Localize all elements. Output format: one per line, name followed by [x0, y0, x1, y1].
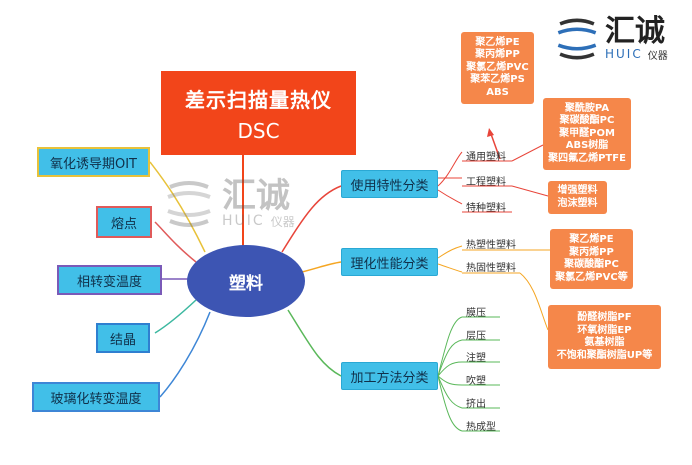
list-item: 增强塑料 [557, 185, 598, 196]
brand-name: 汇诚 [605, 13, 665, 49]
left-node-oit: 氧化诱导期OIT [37, 147, 150, 177]
title-box: 差示扫描量热仪 DSC [161, 71, 356, 155]
sub-process-item: 热成型 [466, 422, 496, 433]
list-item: 聚氯乙烯PVC等 [555, 271, 628, 283]
sub-process-item: 注塑 [466, 353, 486, 364]
sub-thermoset: 热固性塑料 [466, 263, 516, 274]
list-item: 氨基树脂 [584, 337, 625, 348]
list-item: 聚碳酸酯PC [564, 259, 619, 270]
list-item: 酚醛树脂PF [577, 312, 632, 323]
list-item: ABS树脂 [565, 140, 609, 152]
brand-sub: 仪器 [647, 50, 668, 62]
left-node-phase: 相转变温度 [57, 265, 162, 295]
special-plastics-list: 增强塑料 泡沫塑料 [548, 181, 607, 214]
brand-mark-icon [557, 18, 597, 60]
list-item: 聚乙烯PE [475, 36, 520, 48]
list-item: 聚丙烯PP [475, 49, 520, 61]
sub-process-item: 层压 [466, 331, 486, 342]
list-item: 聚乙烯PE [569, 234, 614, 245]
left-node-glass: 玻璃化转变温度 [32, 382, 160, 412]
list-item: 聚氯乙烯PVC [466, 61, 529, 73]
brand-mark: HUIC [605, 46, 643, 61]
category-physchem: 理化性能分类 [341, 248, 438, 276]
sub-general: 通用塑料 [466, 152, 506, 163]
category-process: 加工方法分类 [341, 362, 438, 390]
category-usage: 使用特性分类 [341, 170, 438, 198]
watermark-mark: HUIC [222, 212, 265, 229]
list-item: 聚甲醛POM [559, 127, 615, 139]
left-node-crystal: 结晶 [96, 323, 150, 353]
list-item: 环氧树脂EP [577, 324, 632, 336]
watermark-logo: 汇诚 HUIC 仪器 [162, 177, 295, 231]
list-item: 聚碳酸酯PC [559, 115, 615, 127]
thermoplastic-list: 聚乙烯PE 聚丙烯PP 聚碳酸酯PC 聚氯乙烯PVC等 [550, 229, 633, 289]
list-item: 聚苯乙烯PS [470, 74, 525, 86]
list-item: 聚四氟乙烯PTFE [548, 152, 626, 164]
sub-process-item: 膜压 [466, 308, 486, 319]
list-item: ABS [486, 86, 509, 98]
thermoset-list: 酚醛树脂PF 环氧树脂EP 氨基树脂 不饱和聚酯树脂UP等 [548, 305, 661, 369]
engineering-plastics-list: 聚酰胺PA 聚碳酸酯PC 聚甲醛POM ABS树脂 聚四氟乙烯PTFE [543, 98, 631, 170]
general-plastics-list: 聚乙烯PE 聚丙烯PP 聚氯乙烯PVC 聚苯乙烯PS ABS [461, 32, 534, 104]
list-item: 不饱和聚酯树脂UP等 [556, 349, 653, 361]
list-item: 聚丙烯PP [569, 246, 614, 258]
left-node-melting: 熔点 [96, 206, 152, 238]
sub-process-item: 吹塑 [466, 376, 486, 387]
center-node: 塑料 [187, 245, 305, 317]
sub-process-item: 挤出 [466, 399, 486, 410]
sub-special: 特种塑料 [466, 203, 506, 214]
title-line2: DSC [237, 118, 280, 143]
sub-thermoplastic: 热塑性塑料 [466, 240, 516, 251]
sub-engineering: 工程塑料 [466, 177, 506, 188]
watermark-sub: 仪器 [270, 214, 295, 229]
logo-mark-icon [167, 181, 211, 227]
brand-logo: 汇诚 HUIC 仪器 [553, 15, 668, 63]
title-line1: 差示扫描量热仪 [185, 87, 332, 112]
watermark-name: 汇诚 [222, 175, 290, 216]
list-item: 聚酰胺PA [564, 102, 610, 114]
list-item: 泡沫塑料 [557, 197, 598, 209]
